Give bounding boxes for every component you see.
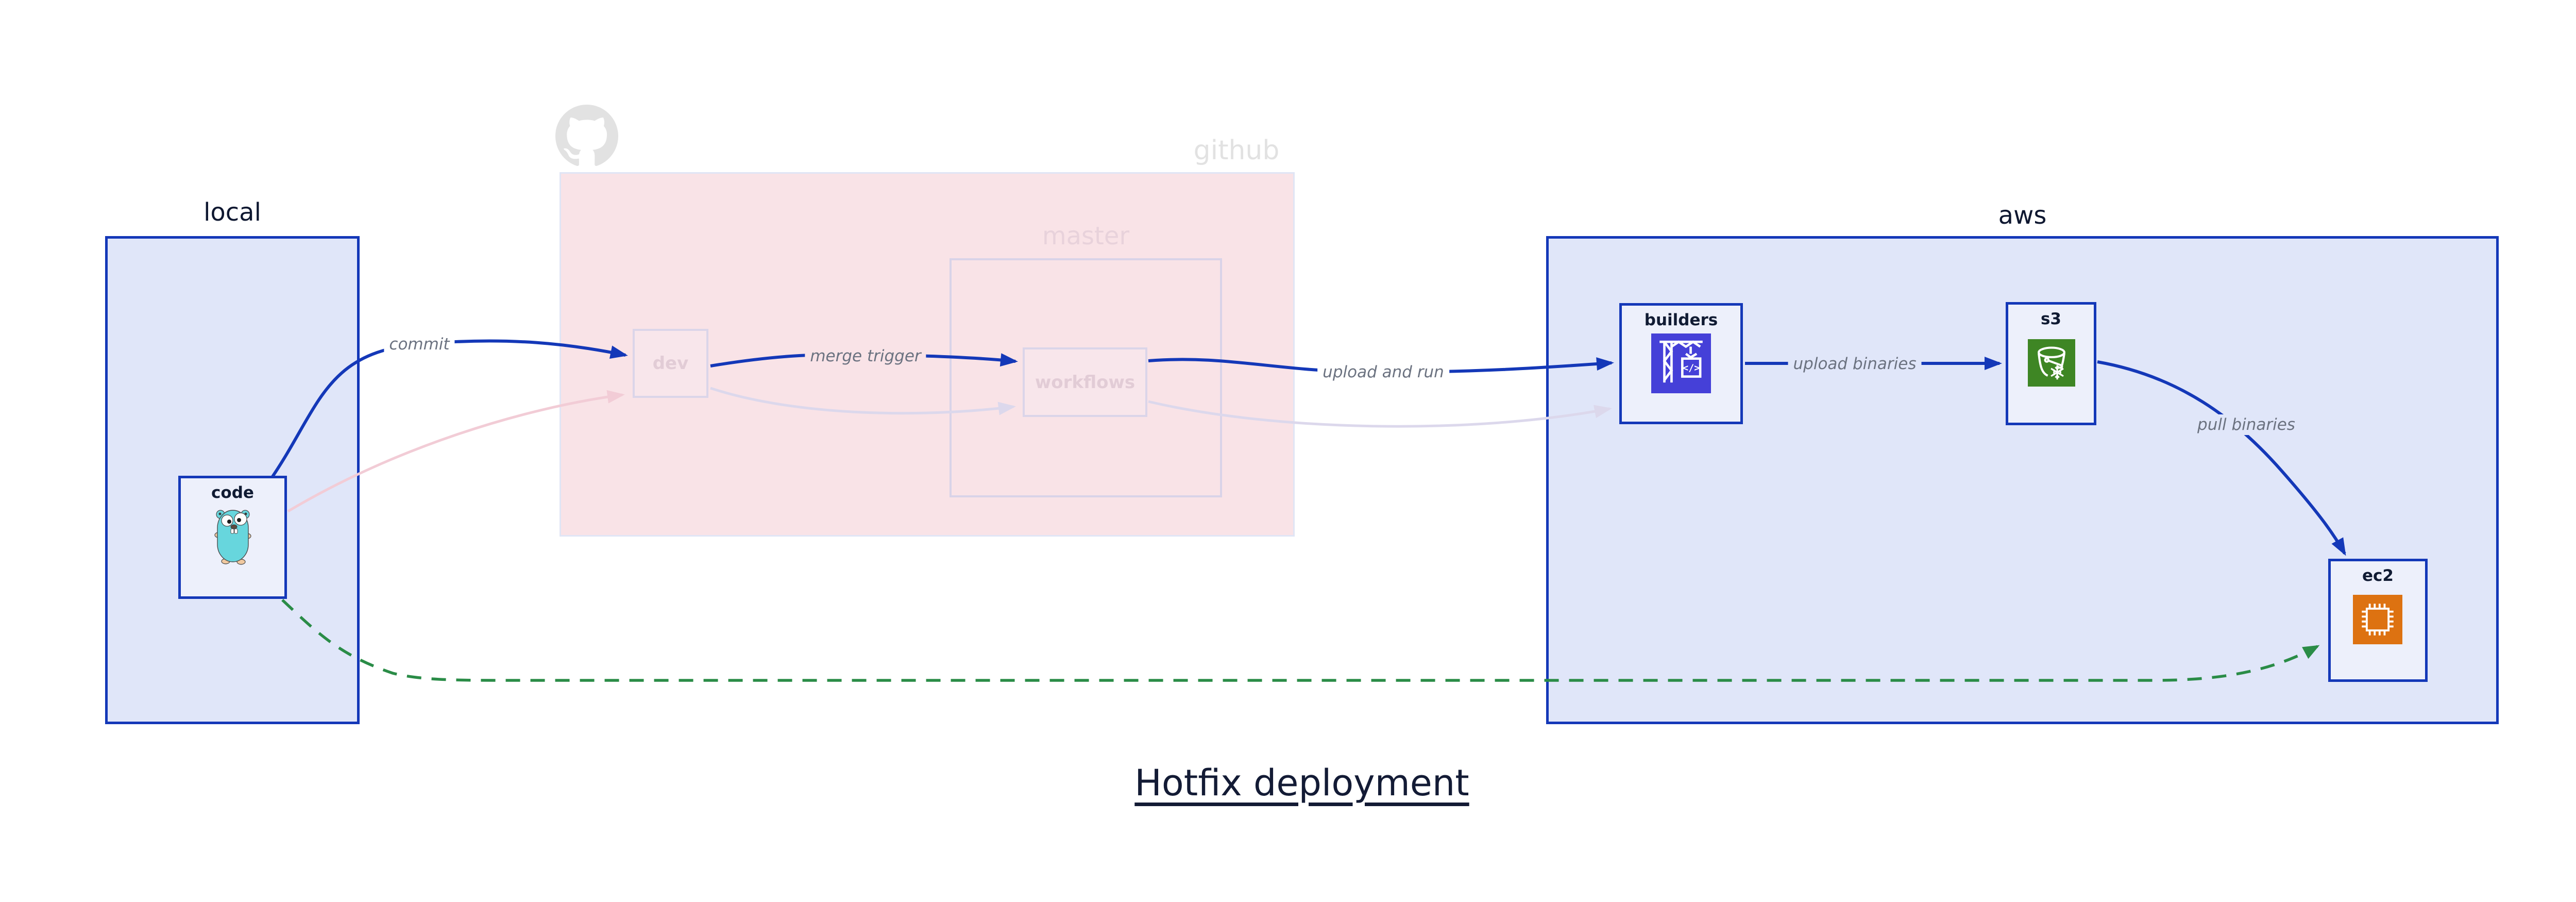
upload-and-run-edge-label: upload and run: [1317, 362, 1449, 382]
s3-glacier-bucket-icon: [2028, 339, 2075, 387]
s3-node: s3: [2006, 302, 2096, 425]
ec2-node-label: ec2: [2362, 566, 2394, 585]
github-group-label: github: [1193, 135, 1280, 166]
dev-node: dev: [633, 329, 708, 398]
builders-node-label: builders: [1644, 311, 1718, 329]
commit-edge-label: commit: [384, 334, 455, 355]
master-group-box: [950, 258, 1222, 497]
aws-group-label: aws: [1998, 201, 2047, 230]
code-node-label: code: [211, 483, 254, 502]
workflows-node: workflows: [1023, 347, 1147, 417]
merge-trigger-edge-label: merge trigger: [805, 346, 926, 366]
go-gopher-icon: [214, 510, 251, 565]
s3-node-label: s3: [2040, 310, 2062, 328]
local-group-label: local: [204, 198, 261, 227]
workflows-node-label: workflows: [1035, 372, 1136, 393]
ec2-chip-icon: [2353, 595, 2402, 644]
diagram-title: Hotfix deployment: [1134, 762, 1469, 804]
ec2-node: ec2: [2328, 559, 2428, 682]
upload-binaries-edge-label: upload binaries: [1788, 354, 1922, 374]
codebuild-crane-icon: </>: [1651, 333, 1711, 393]
dev-node-label: dev: [652, 353, 689, 374]
svg-text:</>: </>: [1683, 363, 1700, 374]
github-octocat-logo-icon: [555, 105, 618, 166]
master-group-label: master: [1042, 222, 1130, 250]
pull-binaries-edge-label: pull binaries: [2192, 414, 2300, 435]
